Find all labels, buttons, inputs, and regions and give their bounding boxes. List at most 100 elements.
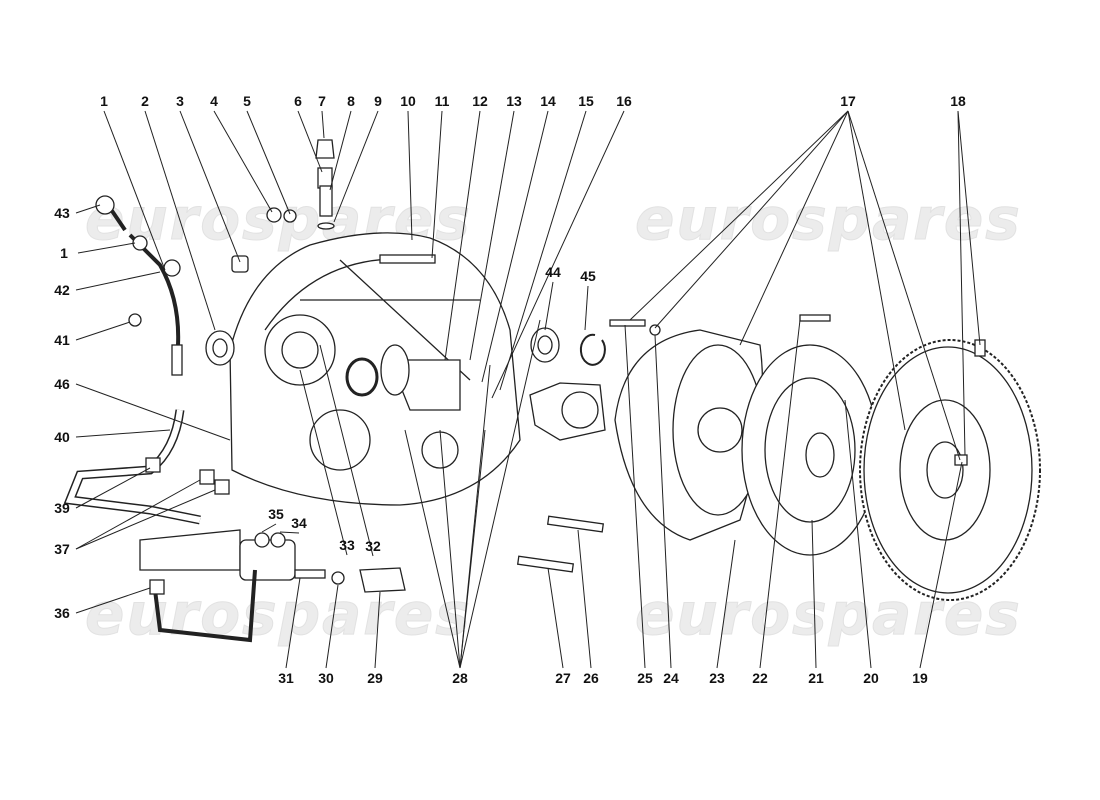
leader-line	[431, 110, 443, 259]
leader-line	[491, 110, 625, 399]
callout-37: 37	[54, 541, 70, 557]
leader-line	[624, 324, 646, 669]
leader-line	[75, 204, 101, 214]
callout-20: 20	[863, 670, 879, 686]
leader-line	[75, 479, 201, 550]
leader-line	[179, 110, 241, 263]
leader-line	[459, 319, 541, 669]
leader-line	[103, 110, 166, 271]
callout-13: 13	[506, 93, 522, 109]
leader-line	[407, 110, 413, 241]
callout-28: 28	[452, 670, 468, 686]
leader-line	[654, 334, 672, 669]
leader-line	[844, 399, 872, 669]
leader-line	[499, 110, 587, 391]
leader-line	[325, 584, 339, 669]
callout-27: 27	[555, 670, 571, 686]
callout-17: 17	[840, 93, 856, 109]
fork-clevis	[359, 567, 406, 593]
leader-line	[75, 429, 171, 438]
callout-2: 2	[141, 93, 149, 109]
leader-line	[957, 110, 981, 346]
leader-line	[297, 110, 323, 173]
callout-42: 42	[54, 282, 70, 298]
leader-line	[299, 369, 348, 556]
leader-line	[811, 519, 817, 669]
callout-18: 18	[950, 93, 966, 109]
callout-32: 32	[365, 538, 381, 554]
leader-line	[469, 110, 515, 361]
leader-line	[957, 110, 966, 456]
leader-line	[75, 587, 151, 614]
callout-19: 19	[912, 670, 928, 686]
leader-line	[654, 110, 849, 329]
leader-line	[444, 110, 481, 361]
leader-line	[919, 461, 963, 669]
callout-34: 34	[291, 515, 307, 531]
leader-line	[319, 344, 374, 557]
leader-line	[75, 383, 231, 441]
callout-30: 30	[318, 670, 334, 686]
leader-line	[261, 523, 277, 533]
callout-45: 45	[580, 268, 596, 284]
callout-12: 12	[472, 93, 488, 109]
callout-23: 23	[709, 670, 725, 686]
callout-6: 6	[294, 93, 302, 109]
watermark: eurospares	[85, 580, 472, 649]
leader-line	[321, 110, 325, 139]
callout-31: 31	[278, 670, 294, 686]
leader-line	[144, 110, 216, 331]
leader-line	[439, 429, 461, 669]
slave-cylinder	[139, 529, 241, 571]
callout-10: 10	[400, 93, 416, 109]
callout-36: 36	[54, 605, 70, 621]
circlip	[579, 333, 606, 366]
callout-24: 24	[663, 670, 679, 686]
leader-line	[404, 429, 461, 669]
watermark: eurospares	[635, 185, 1022, 254]
leader-line	[759, 319, 801, 669]
o-ring	[345, 357, 379, 397]
callout-11: 11	[434, 93, 450, 109]
callout-41: 41	[54, 332, 70, 348]
leader-line	[285, 577, 301, 669]
callout-21: 21	[808, 670, 824, 686]
callout-9: 9	[374, 93, 382, 109]
leader-line	[629, 110, 849, 321]
leader-line	[75, 489, 216, 550]
leader-line	[333, 110, 379, 223]
leader-line	[584, 285, 589, 331]
leader-line	[577, 529, 592, 669]
callout-15: 15	[578, 93, 594, 109]
leader-line	[739, 110, 849, 346]
leader-line	[481, 110, 549, 383]
callout-35: 35	[268, 506, 284, 522]
callout-14: 14	[540, 93, 556, 109]
callout-7: 7	[318, 93, 326, 109]
callout-1: 1	[60, 245, 68, 261]
callout-26: 26	[583, 670, 599, 686]
leader-line	[544, 281, 554, 331]
leader-line	[75, 321, 131, 341]
callout-43: 43	[54, 205, 70, 221]
callout-33: 33	[339, 537, 355, 553]
leader-line	[279, 531, 300, 534]
callout-29: 29	[367, 670, 383, 686]
callout-16: 16	[616, 93, 632, 109]
leader-line	[75, 271, 161, 291]
leader-line	[75, 467, 151, 509]
callout-4: 4	[210, 93, 218, 109]
leader-line	[716, 539, 736, 669]
callout-44: 44	[545, 264, 561, 280]
leader-line	[847, 110, 906, 431]
leader-line	[246, 110, 291, 215]
leader-line	[374, 591, 381, 669]
leader-line	[77, 242, 136, 254]
leader-line	[459, 364, 491, 669]
callout-22: 22	[752, 670, 768, 686]
leader-line	[847, 110, 961, 461]
callout-39: 39	[54, 500, 70, 516]
callout-40: 40	[54, 429, 70, 445]
leader-line	[329, 110, 352, 191]
